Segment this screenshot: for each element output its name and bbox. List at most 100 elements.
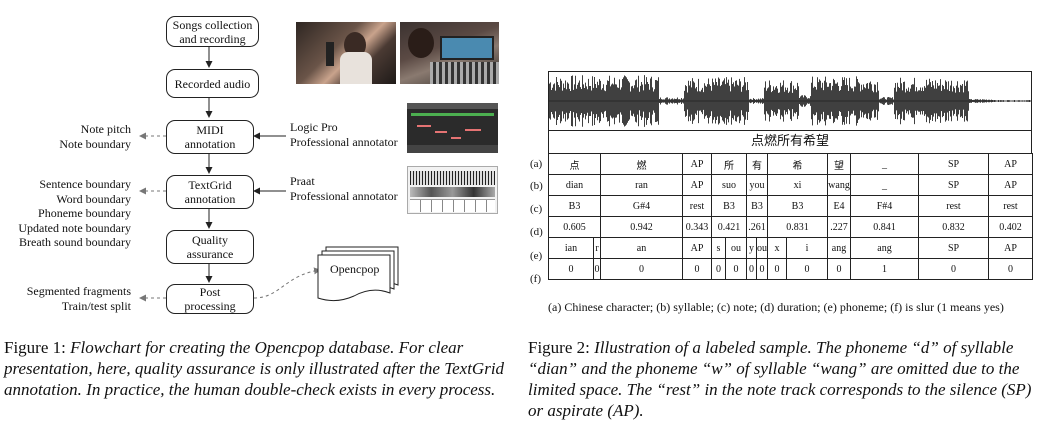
cell: dian xyxy=(548,174,601,196)
cell: 1 xyxy=(850,258,919,280)
cell: 0 xyxy=(767,258,787,280)
cell: 0 xyxy=(600,258,683,280)
cell: 点 xyxy=(548,153,601,175)
figure-2-legend: (a) Chinese character; (b) syllable; (c)… xyxy=(548,300,1004,314)
cell: 0 xyxy=(593,258,601,280)
cell: _ xyxy=(850,174,919,196)
logic-pro-screenshot xyxy=(407,103,498,153)
node-opencpop: Opencpop xyxy=(330,262,380,276)
label-word-boundary: Word boundary xyxy=(56,191,131,206)
praat-screenshot xyxy=(407,166,498,214)
cell: wang xyxy=(827,174,851,196)
cell: ang xyxy=(850,237,919,259)
singer-recording-photo xyxy=(296,22,396,84)
cell: 0 xyxy=(682,258,712,280)
cell: ou xyxy=(725,237,747,259)
label-segmented-fragments: Segmented fragments xyxy=(26,284,131,298)
praat-label: Praat Professional annotator xyxy=(290,174,398,203)
row-label-f: (f) xyxy=(530,273,541,285)
midi-output-labels: Note pitch Note boundary xyxy=(59,122,131,151)
cell: ou xyxy=(756,237,768,259)
node-textgrid-annotation: TextGrid annotation xyxy=(166,175,254,209)
cell: AP xyxy=(682,237,712,259)
cell: AP xyxy=(682,153,712,175)
row-label-a: (a) xyxy=(530,158,543,170)
cell: AP xyxy=(988,174,1033,196)
logic-pro-label: Logic Pro Professional annotator xyxy=(290,120,398,149)
sentence-title: 点燃所有希望 xyxy=(548,131,1032,153)
cell: suo xyxy=(711,174,747,196)
cell: 望 xyxy=(827,153,851,175)
label-train-test-split: Train/test split xyxy=(61,298,131,313)
row-f-slur: 0 0 0 0 0 0 0 0 0 0 0 1 0 0 xyxy=(548,258,1033,280)
cell: r xyxy=(593,237,601,259)
cell: 0.605 xyxy=(548,216,601,238)
label-note-boundary: Note boundary xyxy=(59,136,131,151)
cell: rest xyxy=(918,195,989,217)
node-songs-collection: Songs collection and recording xyxy=(166,16,259,47)
cell: 0 xyxy=(988,258,1033,280)
label-praat: Praat xyxy=(290,174,315,188)
cell: 所 xyxy=(711,153,747,175)
cell: 燃 xyxy=(600,153,683,175)
waveform xyxy=(549,75,1031,127)
label-updated-note-boundary: Updated note boundary xyxy=(18,220,131,235)
studio-mixing-photo xyxy=(400,22,499,84)
cell: 0 xyxy=(918,258,989,280)
figure-2-caption-prefix: Figure 2: xyxy=(528,338,590,357)
row-a-characters: 点 燃 AP 所 有 希 望 _ SP AP xyxy=(548,153,1033,175)
cell: E4 xyxy=(827,195,851,217)
cell: an xyxy=(600,237,683,259)
label-phoneme-boundary: Phoneme boundary xyxy=(38,206,131,220)
row-label-d: (d) xyxy=(530,226,543,238)
cell: ang xyxy=(827,237,851,259)
row-e-phonemes: ian r an AP s ou y ou x i ang ang SP AP xyxy=(548,237,1033,259)
cell: B3 xyxy=(711,195,747,217)
cell: G#4 xyxy=(600,195,683,217)
cell: ran xyxy=(600,174,683,196)
cell: 0 xyxy=(756,258,768,280)
cell: SP xyxy=(918,237,989,259)
cell: rest xyxy=(988,195,1033,217)
cell: s xyxy=(711,237,726,259)
row-d-durations: 0.605 0.942 0.343 0.421 .261 0.831 .227 … xyxy=(548,216,1033,238)
cell: y xyxy=(746,237,757,259)
cell: 0 xyxy=(746,258,757,280)
cell: F#4 xyxy=(850,195,919,217)
row-label-b: (b) xyxy=(530,180,543,192)
cell: x xyxy=(767,237,787,259)
cell: 有 xyxy=(746,153,768,175)
waveform-panel xyxy=(548,71,1032,131)
cell: 希 xyxy=(767,153,828,175)
cell: 0.402 xyxy=(988,216,1033,238)
cell: 0.841 xyxy=(850,216,919,238)
cell: you xyxy=(746,174,768,196)
label-table: 点 燃 AP 所 有 希 望 _ SP AP dian ran AP suo y… xyxy=(548,153,1033,280)
row-label-c: (c) xyxy=(530,203,543,215)
label-professional-annotator-2: Professional annotator xyxy=(290,188,398,203)
post-output-labels: Segmented fragments Train/test split xyxy=(27,284,131,313)
cell: AP xyxy=(988,153,1033,175)
label-note-pitch: Note pitch xyxy=(80,122,131,136)
cell: 0.343 xyxy=(682,216,712,238)
label-sentence-boundary: Sentence boundary xyxy=(39,177,131,191)
row-b-syllables: dian ran AP suo you xi wang _ SP AP xyxy=(548,174,1033,196)
figure-2-caption-body: Illustration of a labeled sample. The ph… xyxy=(528,338,1032,420)
cell: AP xyxy=(682,174,712,196)
cell: rest xyxy=(682,195,712,217)
cell: 0 xyxy=(711,258,726,280)
cell: SP xyxy=(918,153,989,175)
cell: B3 xyxy=(746,195,768,217)
cell: xi xyxy=(767,174,828,196)
textgrid-output-labels: Sentence boundary Word boundary Phoneme … xyxy=(18,177,131,250)
cell: 0 xyxy=(827,258,851,280)
cell: ian xyxy=(548,237,594,259)
cell: 0.942 xyxy=(600,216,683,238)
cell: 0 xyxy=(786,258,828,280)
cell: B3 xyxy=(548,195,601,217)
label-logic-pro: Logic Pro xyxy=(290,120,338,134)
cell: i xyxy=(786,237,828,259)
cell: SP xyxy=(918,174,989,196)
cell: B3 xyxy=(767,195,828,217)
